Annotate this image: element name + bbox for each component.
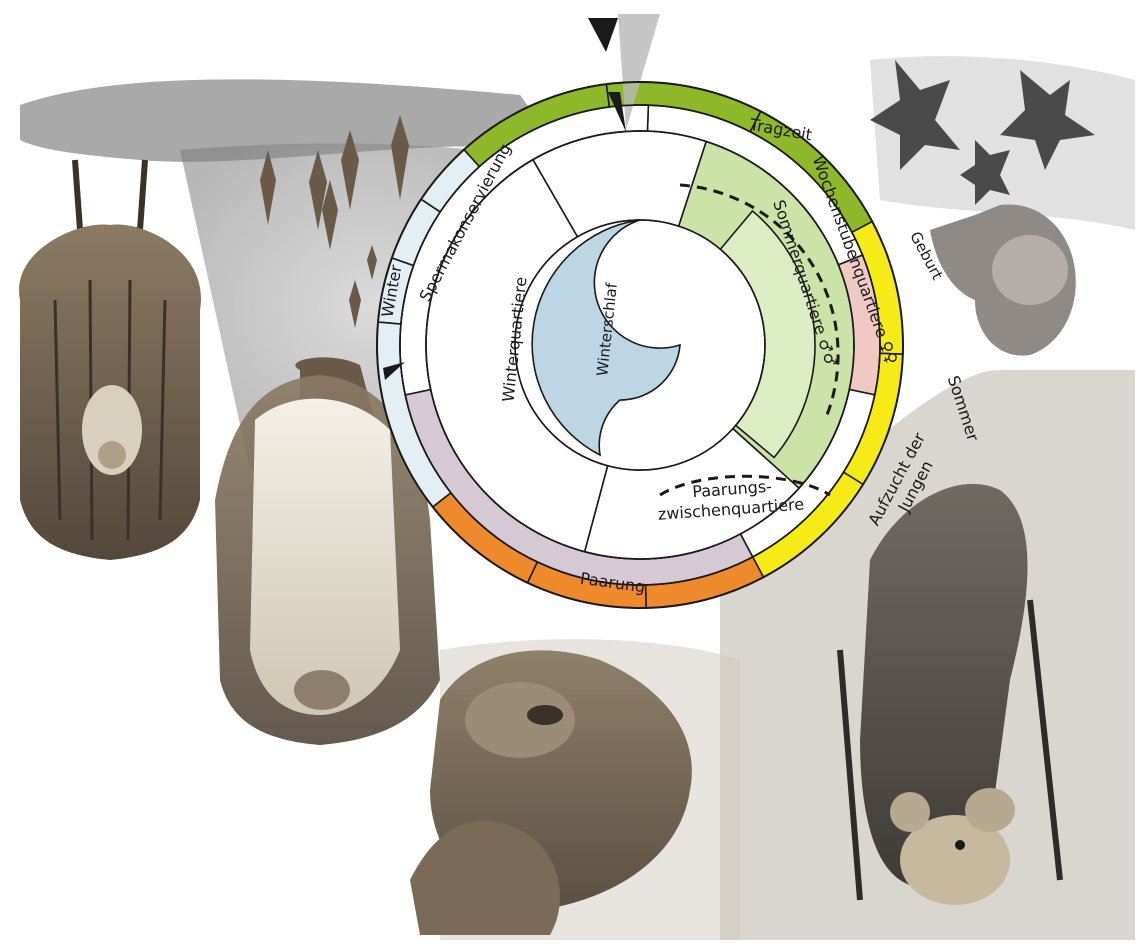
young-bat-illustration [930,204,1076,355]
season-autumn-label: Herbst [602,621,657,645]
season-spring-label: Frühling [673,49,739,77]
horseshoe-bat-illustration [19,160,201,560]
